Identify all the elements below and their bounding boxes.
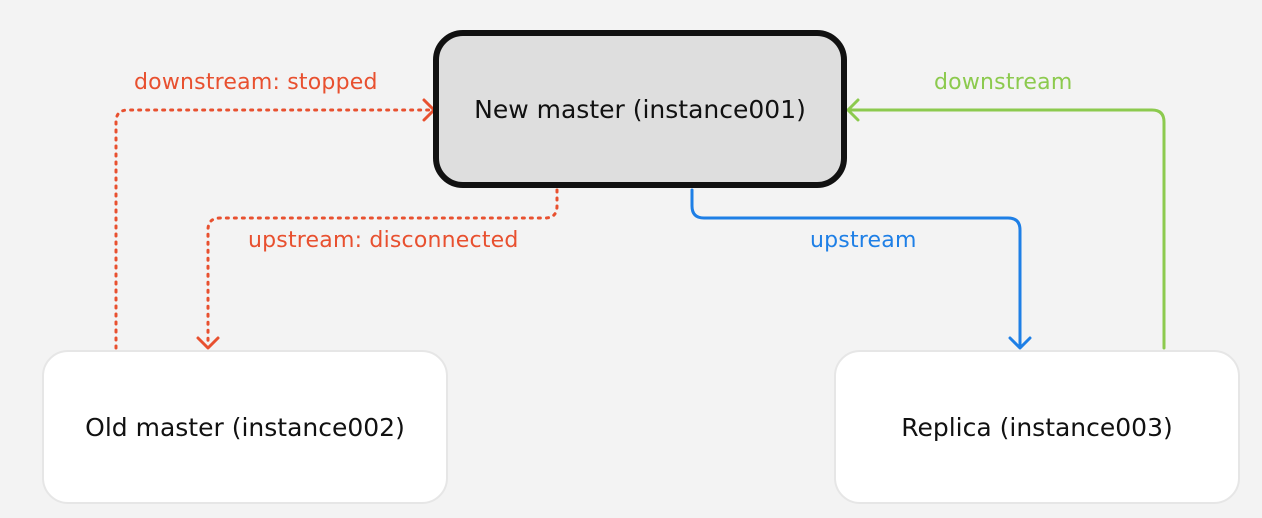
chevron-arrowhead-icon: [1008, 336, 1032, 350]
node-replica: Replica (instance003): [834, 350, 1240, 504]
node-old-master-label: Old master (instance002): [85, 412, 405, 442]
edge-new-to-replica-line: [690, 188, 1022, 348]
chevron-arrowhead-icon: [846, 98, 860, 122]
edge-label-downstream: downstream: [934, 70, 1073, 95]
chevron-arrowhead-icon: [196, 336, 220, 350]
edge-new-to-old-line: [206, 188, 559, 348]
edge-label-upstream: upstream: [810, 228, 917, 253]
edge-label-upstream-disconnected: upstream: disconnected: [248, 228, 519, 253]
edge-label-downstream-stopped: downstream: stopped: [134, 70, 378, 95]
node-new-master-label: New master (instance001): [474, 94, 806, 124]
edge-old-to-new-line: [114, 108, 434, 350]
node-replica-label: Replica (instance003): [901, 412, 1173, 442]
edge-replica-to-new-line: [846, 108, 1166, 350]
node-new-master: New master (instance001): [433, 30, 847, 188]
node-old-master: Old master (instance002): [42, 350, 448, 504]
